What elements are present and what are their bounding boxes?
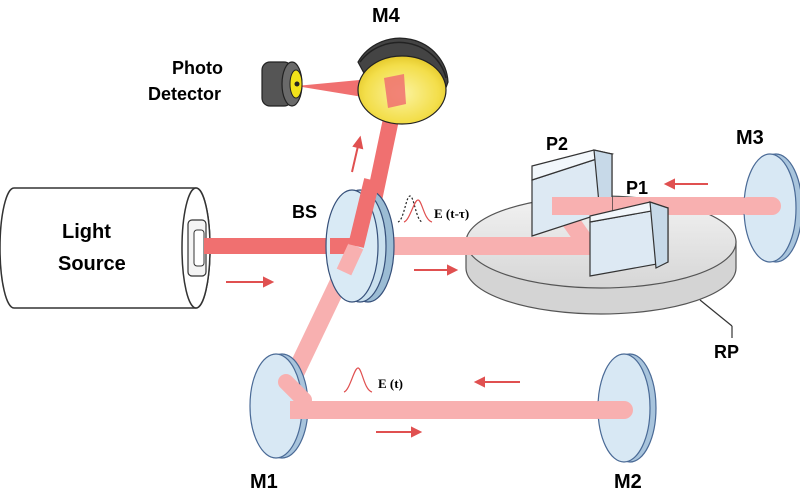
label-m1: M1 xyxy=(250,471,278,493)
pulse-e-t xyxy=(343,367,373,393)
label-m2: M2 xyxy=(614,471,642,493)
label-light-source-line2: Source xyxy=(58,253,126,275)
label-photo-detector-line1: Photo xyxy=(172,58,223,78)
label-m4: M4 xyxy=(372,5,401,27)
label-p2: P2 xyxy=(546,134,568,154)
label-m3: M3 xyxy=(736,127,764,149)
label-e-t-tau: E (t-τ) xyxy=(434,206,469,221)
label-rp: RP xyxy=(714,342,739,362)
label-light-source-line1: Light xyxy=(62,221,111,243)
pulse-e-t-tau xyxy=(397,195,433,223)
photo-detector xyxy=(261,61,303,107)
direction-arrows xyxy=(226,135,708,438)
light-source xyxy=(0,187,211,309)
prism-p1 xyxy=(589,201,669,277)
label-p1: P1 xyxy=(626,178,648,198)
rp-leader-line xyxy=(699,299,733,327)
label-bs: BS xyxy=(292,202,317,222)
label-e-t: E (t) xyxy=(378,376,403,391)
label-photo-detector-line2: Detector xyxy=(148,84,221,104)
